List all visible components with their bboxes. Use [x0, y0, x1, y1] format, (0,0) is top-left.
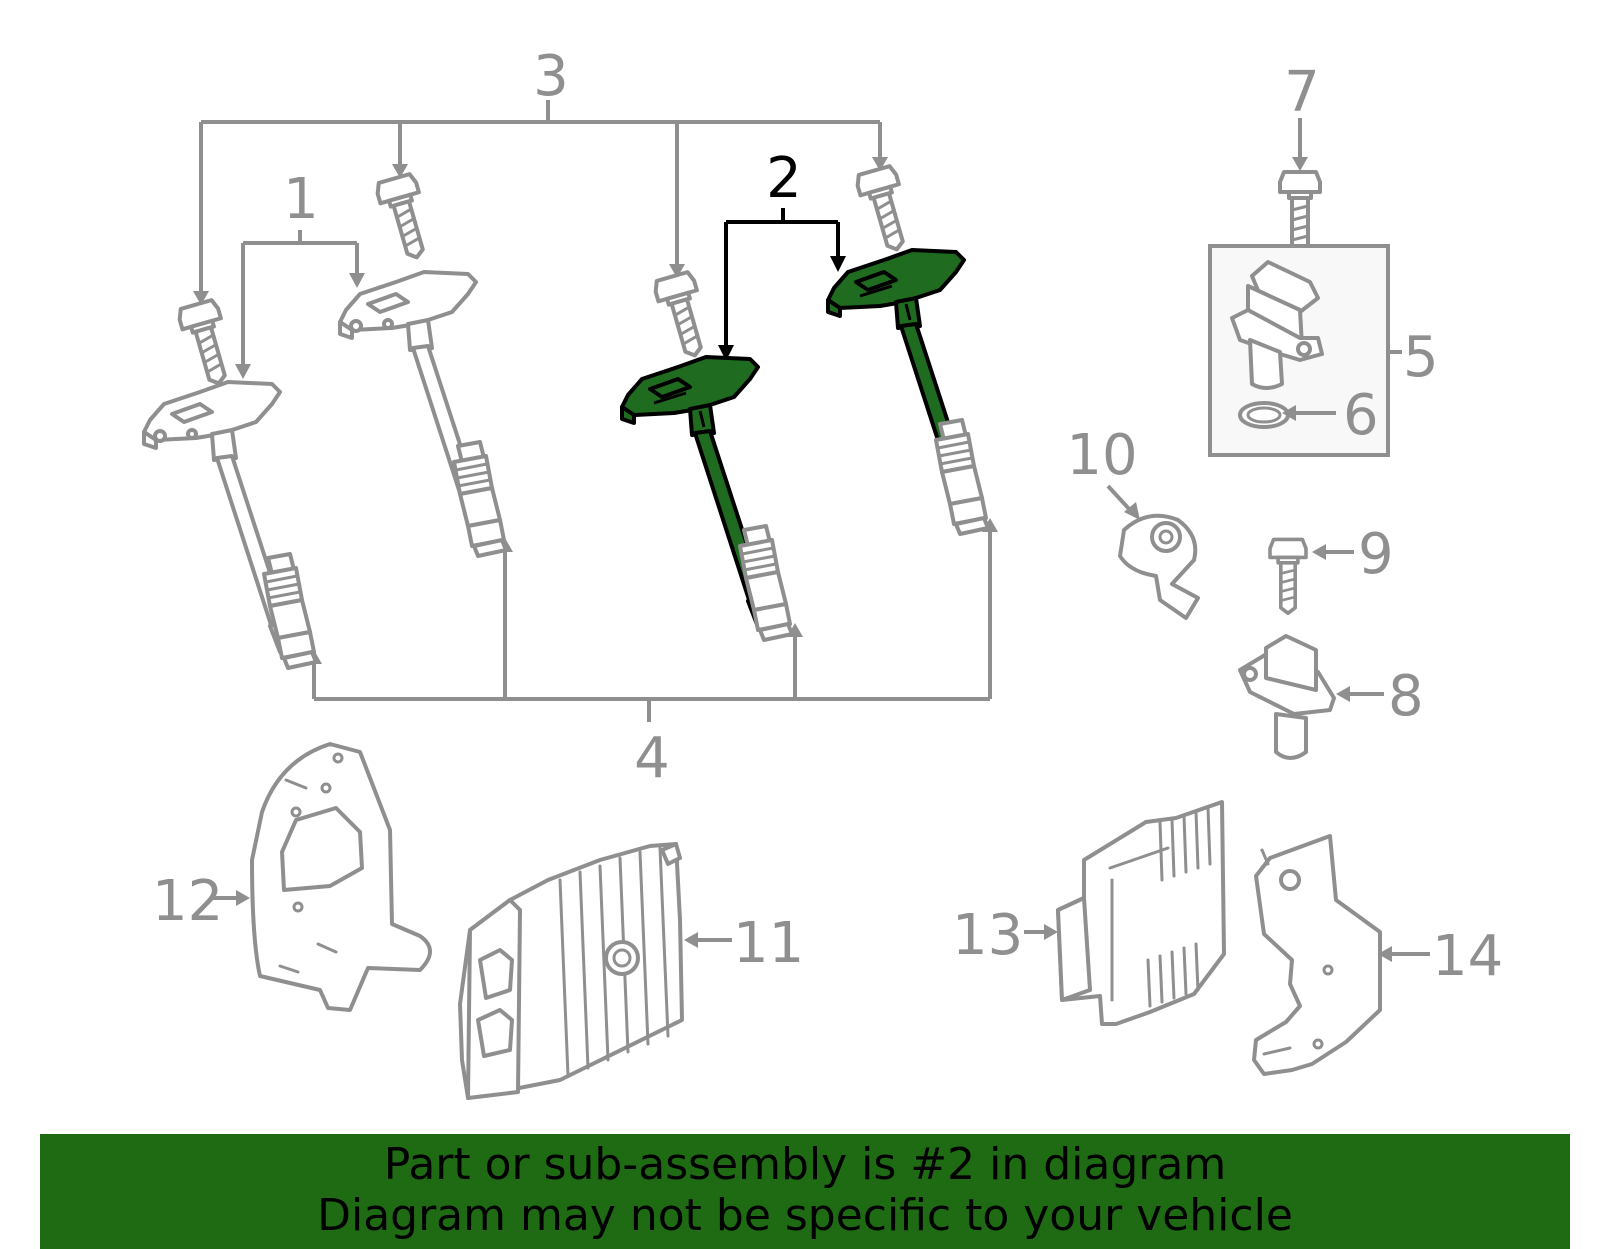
info-banner: Part or sub-assembly is #2 in diagram Di…: [40, 1134, 1570, 1249]
callout-7: 7: [1284, 60, 1320, 125]
bolt-9-icon: [1268, 537, 1354, 616]
callout-14: 14: [1432, 924, 1503, 989]
callout-9: 9: [1358, 522, 1394, 587]
spark-plug-icon: [738, 524, 794, 642]
bolt-icon: [174, 297, 240, 391]
callout-5: 5: [1403, 325, 1439, 390]
sensor-kit-5-icon: [1208, 244, 1402, 457]
callout-3: 3: [533, 44, 569, 109]
leader-3: [193, 100, 888, 305]
bracket-12-icon: [212, 742, 432, 1012]
leader-4: [306, 518, 998, 722]
banner-line-2: Diagram may not be specific to your vehi…: [317, 1190, 1293, 1241]
bolt-7-icon: [1278, 118, 1322, 256]
control-module-11-icon: [458, 842, 732, 1100]
leader-2: [718, 208, 846, 361]
spark-plug-icon: [452, 440, 508, 558]
leader-1: [235, 230, 365, 379]
callout-4: 4: [634, 726, 670, 791]
bracket-14-icon: [1252, 834, 1430, 1076]
callout-13: 13: [952, 903, 1023, 968]
module-13-icon: [1024, 800, 1226, 1026]
knock-sensor-10-icon: [1106, 484, 1200, 620]
spark-plug-icon: [934, 418, 990, 536]
callout-10: 10: [1066, 423, 1137, 488]
bolt-icon: [650, 269, 716, 363]
bolt-icon: [852, 163, 918, 257]
bolt-icon: [372, 171, 438, 265]
spark-plug-icon: [262, 552, 318, 670]
callout-6: 6: [1343, 383, 1379, 448]
callout-8: 8: [1388, 664, 1424, 729]
sensor-8-icon: [1238, 634, 1384, 760]
banner-line-1: Part or sub-assembly is #2 in diagram: [383, 1139, 1227, 1190]
callout-2: 2: [766, 146, 802, 211]
callout-1: 1: [283, 167, 319, 232]
callout-12: 12: [152, 869, 223, 934]
callout-11: 11: [733, 911, 804, 976]
